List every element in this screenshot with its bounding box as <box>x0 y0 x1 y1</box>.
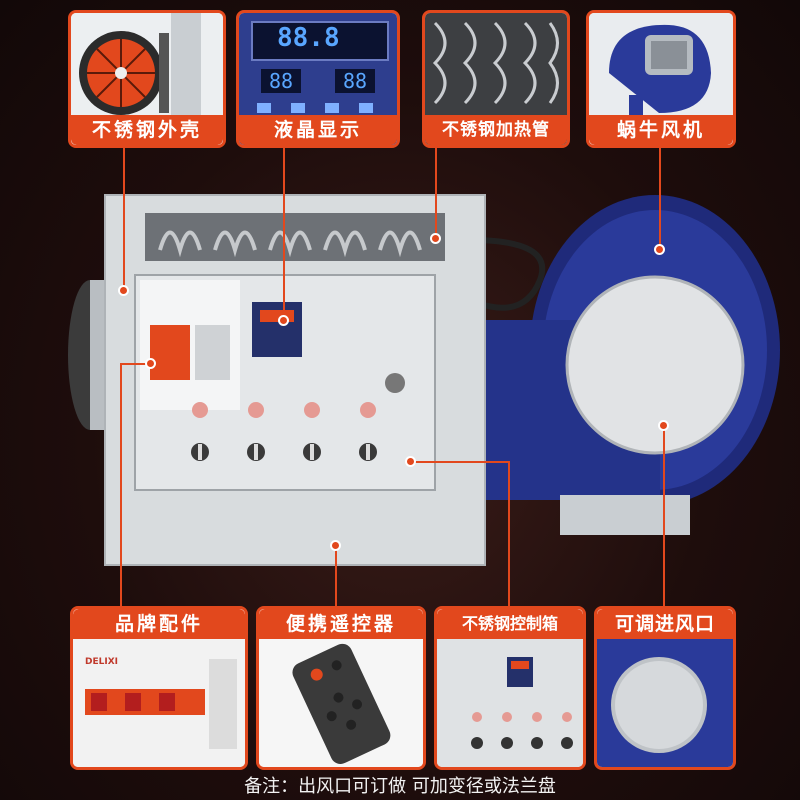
callout-dot <box>118 285 129 296</box>
lcd-right-readout: 88 <box>335 69 375 93</box>
remote-image <box>259 639 423 767</box>
label-stainless-shell: 不锈钢外壳 <box>71 115 223 145</box>
lcd-left-readout: 88 <box>261 69 301 93</box>
label-remote: 便携遥控器 <box>259 609 423 639</box>
label-brand-parts: 品牌配件 <box>73 609 245 639</box>
callout-dot <box>654 244 665 255</box>
breaker-brand: DELIXI <box>85 657 118 667</box>
callout-dot <box>330 540 341 551</box>
card-stainless-shell: 不锈钢外壳 <box>68 10 226 148</box>
control-box-image <box>437 639 583 767</box>
label-control-box: 不锈钢控制箱 <box>437 609 583 639</box>
card-remote: 便携遥控器 <box>256 606 426 770</box>
footnote: 备注：出风口可订做 可加变径或法兰盘 <box>244 776 556 797</box>
card-snail-fan: 蜗牛风机 <box>586 10 736 148</box>
leader-line <box>335 545 337 608</box>
label-heating-tube: 不锈钢加热管 <box>425 115 567 145</box>
callout-dot <box>658 420 669 431</box>
card-lcd-display: 88.8 88 88 液晶显示 <box>236 10 400 148</box>
leader-line <box>283 148 285 320</box>
leader-line <box>123 148 125 290</box>
air-inlet-image <box>597 639 733 767</box>
lcd-button[interactable] <box>291 103 305 113</box>
callout-dot <box>145 358 156 369</box>
label-snail-fan: 蜗牛风机 <box>589 115 733 145</box>
breaker-image: DELIXI <box>73 639 245 767</box>
lcd-button[interactable] <box>325 103 339 113</box>
lcd-button[interactable] <box>257 103 271 113</box>
callout-dot <box>278 315 289 326</box>
card-air-inlet: 可调进风口 <box>594 606 736 770</box>
card-heating-tube: 不锈钢加热管 <box>422 10 570 148</box>
leader-line <box>120 363 150 365</box>
lcd-button[interactable] <box>359 103 373 113</box>
card-brand-parts: 品牌配件 DELIXI <box>70 606 248 770</box>
leader-line <box>508 461 510 608</box>
callout-dot <box>405 456 416 467</box>
leader-line <box>410 461 510 463</box>
leader-line <box>435 148 437 238</box>
card-control-box: 不锈钢控制箱 <box>434 606 586 770</box>
callout-dot <box>430 233 441 244</box>
leader-line <box>120 363 122 608</box>
label-air-inlet: 可调进风口 <box>597 609 733 639</box>
label-lcd-display: 液晶显示 <box>239 115 397 145</box>
lcd-main-readout: 88.8 <box>277 23 340 53</box>
leader-line <box>659 148 661 248</box>
leader-line <box>663 425 665 608</box>
